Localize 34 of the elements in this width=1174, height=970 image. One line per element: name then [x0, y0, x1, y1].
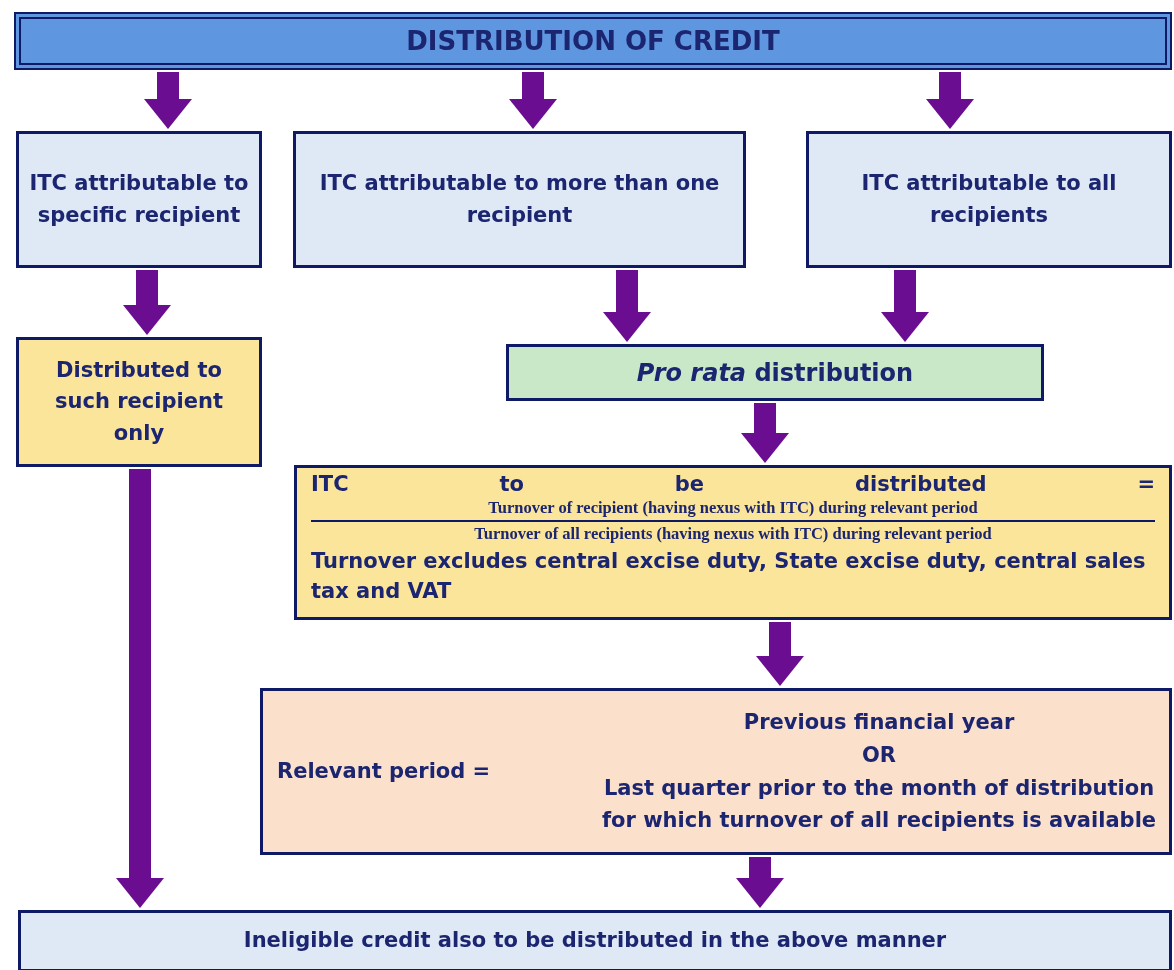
arrow — [603, 270, 651, 342]
process-box — [293, 131, 746, 268]
arrow — [926, 72, 974, 129]
process-box — [16, 131, 262, 268]
process-box — [16, 337, 262, 467]
box-text: Distributed to such recipient only — [54, 356, 224, 447]
formula-label: ITC to be distributed = — [311, 472, 1155, 498]
arrow — [509, 72, 557, 129]
box-text: ITC attributable to all recipients — [860, 170, 1118, 229]
option-text: Previous financial year — [743, 709, 1015, 737]
arrow — [116, 469, 164, 908]
process-box — [18, 910, 1172, 970]
process-box — [260, 688, 1172, 855]
note-text: Turnover excludes central excise duty, State excise duty, central sales tax and VAT — [311, 547, 1147, 606]
label-text: Relevant period = — [277, 757, 491, 785]
title-text: DISTRIBUTION OF CREDIT — [406, 24, 780, 58]
numerator-text: Turnover of recipient (having nexus with ITC) during relevant period — [487, 497, 979, 520]
arrow — [881, 270, 929, 342]
arrow — [123, 270, 171, 335]
denominator-text: Turnover of all recipients (having nexus with ITC) during relevant period — [473, 523, 993, 546]
arrow — [741, 403, 789, 463]
process-box — [806, 131, 1172, 268]
box-text: Pro rata distribution — [636, 357, 914, 389]
box-text: ITC attributable to more than one recipient — [318, 170, 721, 229]
process-box — [294, 465, 1172, 620]
arrow — [756, 622, 804, 686]
process-box — [506, 344, 1044, 401]
option-text: Last quarter prior to the month of distribution for which turnover of all recipients is available — [600, 774, 1158, 835]
arrow — [736, 857, 784, 908]
box-text: ITC attributable to specific recipient — [28, 170, 250, 229]
arrow — [144, 72, 192, 129]
option-text: OR — [862, 741, 896, 769]
box-text: Ineligible credit also to be distributed in the above manner — [243, 927, 947, 955]
title-banner — [14, 12, 1172, 70]
